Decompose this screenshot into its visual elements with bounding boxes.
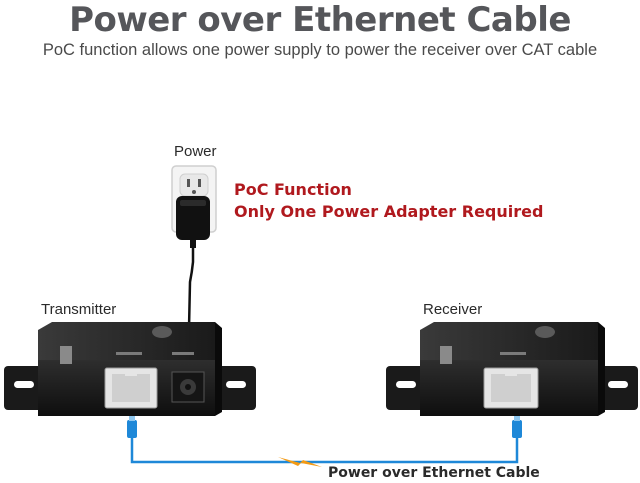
- cable-label: Power over Ethernet Cable: [328, 465, 540, 481]
- ethernet-cable: [127, 416, 522, 464]
- page-subtitle: PoC function allows one power supply to …: [42, 41, 598, 59]
- receiver-label: Receiver: [423, 301, 483, 318]
- lightning-bolt-icon: [278, 457, 322, 467]
- receiver-device-icon: [386, 322, 638, 416]
- transmitter-device-icon: [4, 322, 256, 416]
- power-adapter-icon: [176, 196, 210, 376]
- poc-function-heading: PoC Function: [234, 180, 352, 199]
- poc-adapter-note: Only One Power Adapter Required: [234, 202, 544, 221]
- transmitter-label: Transmitter: [41, 301, 117, 318]
- power-label: Power: [174, 143, 217, 160]
- page-title: Power over Ethernet Cable: [69, 0, 571, 40]
